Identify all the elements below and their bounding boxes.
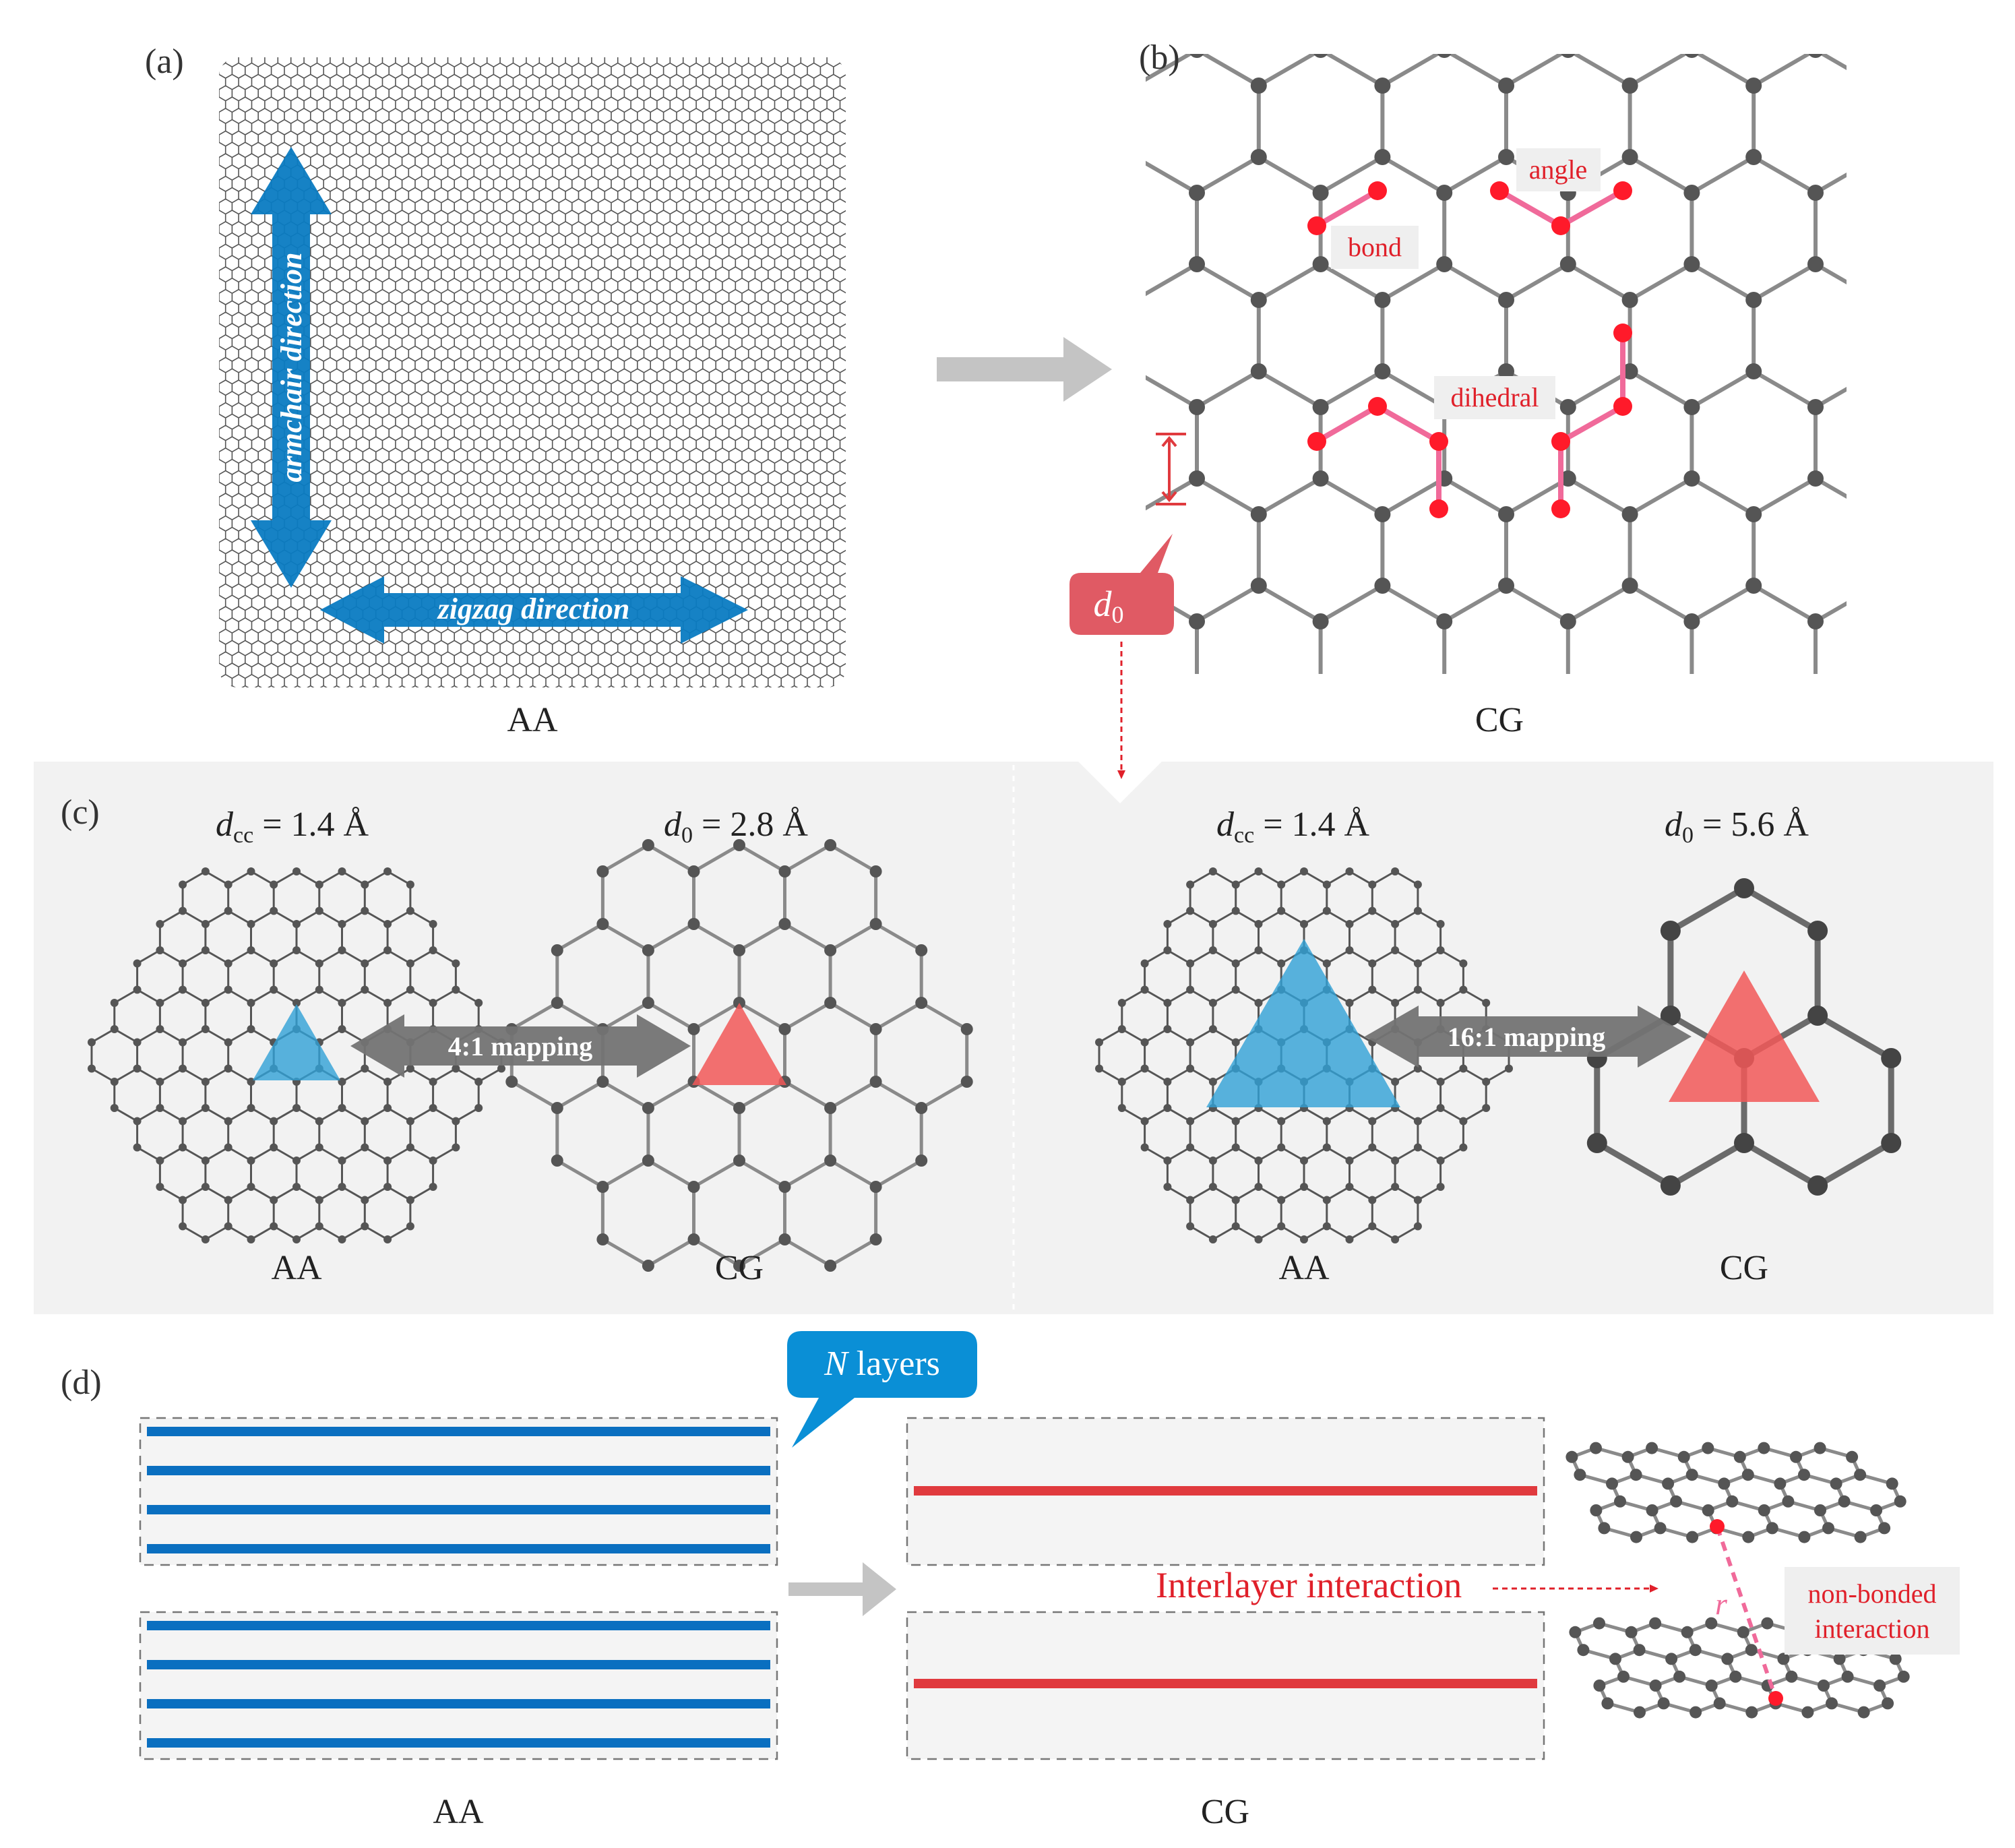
aa-triangle-left [253,1004,340,1080]
mapping-label-right: 16:1 mapping [1448,1022,1606,1052]
nonbonded-line1: non-bonded [1807,1578,1936,1609]
dcc-left: dcc = 1.4 Å [216,805,369,848]
armchair-arrow: armchair direction [251,147,332,588]
panel-b-label: (b) [1139,38,1180,77]
cg-triangle-left [692,1003,786,1085]
panel-b-caption: CG [1475,701,1524,739]
d0-symbol: d [1094,584,1113,624]
aa-caption-d: AA [433,1793,484,1831]
aa-caption-right: AA [1278,1249,1330,1287]
d0-dimension [1156,433,1186,505]
bilayer-top-sheet [1566,1442,1906,1543]
panel-a: armchair direction zigzag direction (a) … [145,42,846,739]
aa-triangle-right [1206,939,1400,1107]
cg-triangle-right [1669,971,1820,1102]
d0-left: d0 = 2.8 Å [664,805,808,848]
aa-layer-box-bottom [139,1611,778,1760]
panel-c: (c) dcc = 1.4 Å d0 = 2.8 Å 4:1 mapping A… [61,793,1902,1287]
n-layers-text: layers [848,1345,940,1383]
mapping-arrow-left: 4:1 mapping [350,1014,691,1078]
n-symbol: N [824,1345,850,1383]
panel-a-caption: AA [507,701,558,739]
panel-d-label: (d) [61,1363,102,1402]
panel-c-background [34,762,1993,1314]
panel-a-label: (a) [145,42,184,81]
zigzag-arrow: zigzag direction [320,576,748,644]
r-label: r [1715,1587,1728,1621]
svg-text:N layers: N layers [824,1345,940,1383]
cg-caption-right: CG [1720,1249,1768,1287]
cg-caption-d: CG [1201,1793,1249,1831]
panel-c-label: (c) [61,793,100,832]
cg-layer-box-bottom [906,1611,1545,1760]
aa-caption-left: AA [271,1249,322,1287]
panel-b: bond angle dihedral d0 (b) CG [1070,38,1847,779]
panel-d: (d) N layers [61,1331,1960,1831]
zigzag-label: zigzag direction [437,592,630,625]
transform-arrow-d [788,1562,896,1616]
svg-text:d0: d0 [1094,584,1124,628]
nonbonded-line2: interaction [1814,1613,1929,1644]
bond-label: bond [1348,232,1402,262]
cg-caption-left: CG [715,1249,764,1287]
mapping-label-left: 4:1 mapping [448,1031,593,1061]
n-layers-callout: N layers [787,1331,977,1448]
cg-layer-box-top [906,1417,1545,1566]
aa-layer-box-top [139,1417,778,1566]
dihedral-label: dihedral [1450,382,1539,412]
cg-lattice [1146,54,1847,674]
d0-callout: d0 [1070,534,1174,635]
d0-sub: 0 [1112,601,1124,628]
dcc-right: dcc = 1.4 Å [1216,805,1370,848]
cg-interaction-highlights [1307,181,1632,518]
transform-arrow-ab [937,337,1112,402]
armchair-label: armchair direction [275,252,308,482]
mapping-arrow-right: 16:1 mapping [1365,1006,1692,1068]
d0-right: d0 = 5.6 Å [1665,805,1809,848]
interlayer-label: Interlayer interaction [1156,1565,1462,1605]
nonbonded-link [1710,1519,1783,1706]
angle-label: angle [1529,154,1588,185]
